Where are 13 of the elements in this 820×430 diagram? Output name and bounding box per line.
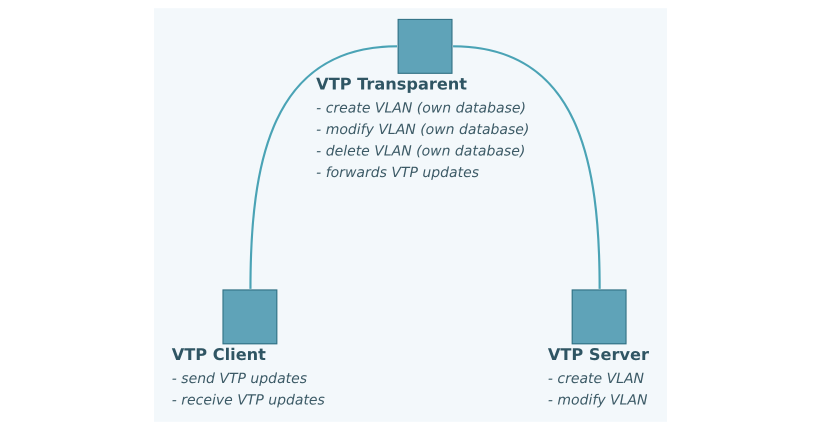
node-label: - send VTP updates	[171, 371, 307, 388]
node-label: - forwards VTP updates	[316, 165, 479, 182]
connector	[452, 45, 600, 289]
node-label: VTP Server	[547, 344, 648, 364]
node-label: - receive VTP updates	[171, 392, 324, 409]
node-label: VTP Client	[171, 344, 266, 364]
node-label: VTP Transparent	[316, 74, 467, 94]
node-label: - modify VLAN	[547, 392, 647, 409]
node-label: - create VLAN (own database)	[316, 100, 526, 117]
node-label: - create VLAN	[547, 371, 644, 388]
node-label: - modify VLAN (own database)	[316, 122, 529, 138]
connector	[248, 45, 397, 289]
node-label: - delete VLAN (own database)	[316, 144, 525, 160]
